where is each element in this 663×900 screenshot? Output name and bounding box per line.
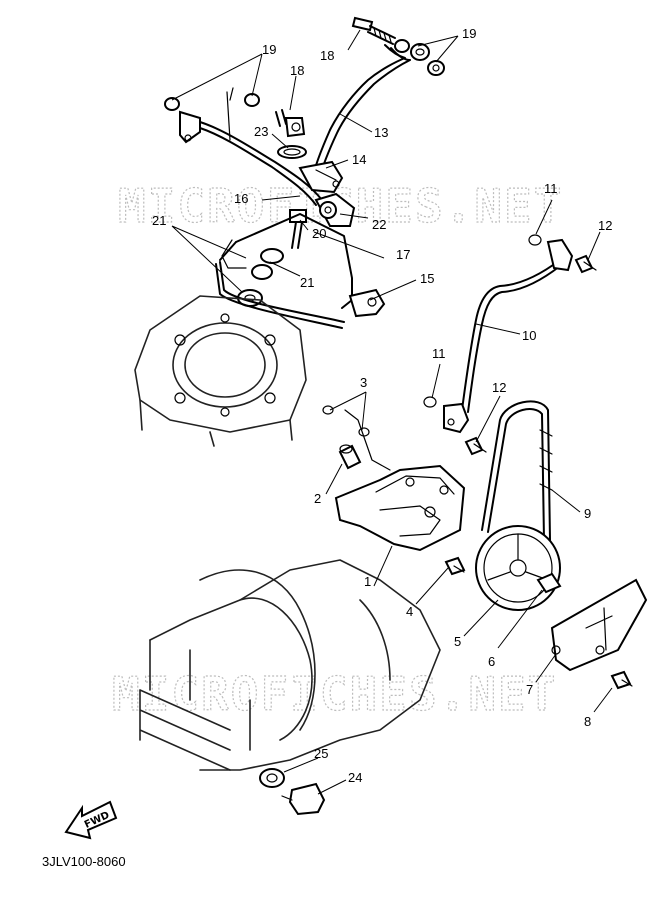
- callout-5: 5: [454, 634, 461, 649]
- callout-15: 15: [420, 271, 434, 286]
- callout-14: 14: [352, 152, 366, 167]
- callout-2: 2: [314, 491, 321, 506]
- callout-12-lower: 12: [492, 380, 506, 395]
- watermark-bottom: MICROFICHES.NET: [112, 667, 557, 721]
- cover-7: [550, 578, 648, 672]
- callout-25: 25: [314, 746, 328, 761]
- callout-19-left: 19: [262, 42, 276, 57]
- callout-labels: 1 2 3 4 5 6 7 8 9 10 11 11 12 12 13 14 1…: [152, 26, 612, 785]
- callout-24: 24: [348, 770, 362, 785]
- gasket-21-set: [221, 239, 284, 307]
- oil-pipe-10: [443, 238, 574, 434]
- fitting-22: [314, 192, 356, 227]
- gasket-19-top: [394, 39, 445, 76]
- bolt-18-top: [351, 16, 396, 45]
- callout-4: 4: [406, 604, 413, 619]
- callout-17: 17: [396, 247, 410, 262]
- washer-23: [277, 145, 307, 159]
- callout-7: 7: [526, 682, 533, 697]
- o-ring-3: [322, 405, 370, 437]
- bolt-4: [444, 556, 466, 576]
- callout-10: 10: [522, 328, 536, 343]
- callout-18-top: 18: [320, 48, 334, 63]
- callout-8: 8: [584, 714, 591, 729]
- callout-18-left: 18: [290, 63, 304, 78]
- callout-22: 22: [372, 217, 386, 232]
- diagram-code: 3JLV100-8060: [42, 854, 126, 869]
- callout-13: 13: [374, 125, 388, 140]
- fwd-arrow-icon: FWD: [64, 800, 118, 840]
- bolt-6: [536, 572, 562, 594]
- callout-1: 1: [364, 574, 371, 589]
- leader-lines: [171, 29, 613, 795]
- bolt-8: [610, 670, 633, 690]
- washer-25: [259, 768, 285, 788]
- callout-21-right: 21: [300, 275, 314, 290]
- drive-chain-9: [481, 400, 553, 541]
- clamp-15: [348, 288, 386, 318]
- callout-11-upper: 11: [544, 181, 558, 196]
- bolt-18-left: [275, 109, 306, 138]
- callout-3: 3: [360, 375, 367, 390]
- sprocket-5: [475, 525, 561, 611]
- callout-21-left: 21: [152, 213, 166, 228]
- crankcase: [139, 559, 441, 771]
- dowel-2: [338, 444, 362, 470]
- callout-16: 16: [234, 191, 248, 206]
- callout-20: 20: [312, 226, 326, 241]
- callout-6: 6: [488, 654, 495, 669]
- cylinder-head: [134, 295, 307, 447]
- callout-11-lower: 11: [432, 346, 446, 361]
- callout-9: 9: [584, 506, 591, 521]
- callout-12-upper: 12: [598, 218, 612, 233]
- oil-pump-1: [334, 409, 466, 552]
- o-ring-11: [423, 234, 542, 408]
- oil-delivery-pipe-13: [311, 44, 411, 183]
- drain-bolt-24: [281, 782, 326, 816]
- callout-19-top: 19: [462, 26, 476, 41]
- callout-23: 23: [254, 124, 268, 139]
- clamp-14: [298, 160, 344, 194]
